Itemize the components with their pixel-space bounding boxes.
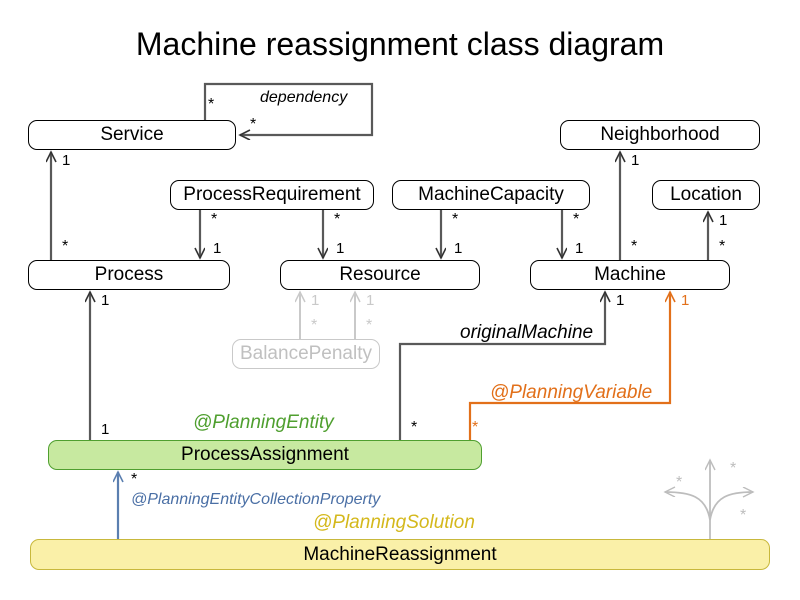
multiplicity-service-dep-target: * — [250, 116, 257, 133]
multiplicity-pa-process-one-top: 1 — [101, 292, 110, 309]
multiplicity-mcap-machine-many: * — [573, 211, 580, 228]
multiplicity-preq-resource-many: * — [334, 211, 341, 228]
multiplicity-process-service-many: * — [62, 238, 69, 255]
multiplicity-mcap-resource-many: * — [452, 211, 459, 228]
edge-fan-left — [665, 492, 711, 521]
multiplicity-process-service-one: 1 — [62, 152, 71, 169]
class-box-processAssignment[interactable]: ProcessAssignment — [48, 440, 482, 470]
class-box-machine[interactable]: Machine — [530, 260, 730, 290]
multiplicity-preq-process-many: * — [211, 211, 218, 228]
multiplicity-machine-neigh-one: 1 — [631, 152, 640, 169]
multiplicity-machine-loc-one: 1 — [719, 212, 728, 229]
annotation-planningVariable: @PlanningVariable — [490, 382, 653, 403]
multiplicity-balance-resource-one-b: 1 — [366, 292, 375, 309]
edge-fan-right — [709, 492, 753, 521]
multiplicity-machine-neigh-many: * — [631, 238, 638, 255]
multiplicity-pa-orig-machine-one: 1 — [616, 292, 625, 309]
multiplicity-mr-fan-right: * — [740, 507, 747, 524]
page-title: Machine reassignment class diagram — [135, 26, 665, 62]
multiplicity-mcap-machine-one: 1 — [575, 240, 584, 257]
annotation-originalMachine: originalMachine — [460, 322, 594, 343]
edge-service-dependency — [203, 82, 374, 135]
multiplicity-machine-loc-many: * — [719, 238, 726, 255]
class-box-location[interactable]: Location — [652, 180, 760, 210]
multiplicity-pa-orig-machine-many: * — [411, 419, 418, 436]
class-box-machineReassignment[interactable]: MachineReassignment — [30, 539, 770, 570]
multiplicity-preq-resource-one: 1 — [336, 240, 345, 257]
edge-processassignment-machine-planningvariable — [468, 292, 670, 440]
multiplicity-pa-machine-many: * — [472, 419, 479, 436]
class-box-service[interactable]: Service — [28, 120, 236, 150]
edge-processassignment-originalmachine — [398, 292, 605, 440]
multiplicity-pa-process-one-bottom: 1 — [101, 421, 110, 438]
multiplicity-preq-process-one: 1 — [213, 240, 222, 257]
multiplicity-service-dep-source: * — [208, 96, 215, 113]
class-box-process[interactable]: Process — [28, 260, 230, 290]
annotation-dependency: dependency — [260, 89, 348, 106]
class-box-processRequirement[interactable]: ProcessRequirement — [170, 180, 374, 210]
multiplicity-balance-resource-one-a: 1 — [311, 292, 320, 309]
class-box-resource[interactable]: Resource — [280, 260, 480, 290]
multiplicity-mr-fan-top: * — [730, 460, 737, 477]
annotation-planningEntityCollectionProperty: @PlanningEntityCollectionProperty — [131, 491, 381, 508]
class-box-machineCapacity[interactable]: MachineCapacity — [392, 180, 590, 210]
annotation-planningEntity: @PlanningEntity — [193, 412, 334, 433]
class-box-neighborhood[interactable]: Neighborhood — [560, 120, 760, 150]
multiplicity-mr-fan-left: * — [676, 474, 683, 491]
multiplicity-mr-pa-many: * — [131, 471, 138, 488]
multiplicity-pa-machine-one: 1 — [681, 292, 690, 309]
annotation-planningSolution: @PlanningSolution — [313, 512, 475, 533]
multiplicity-mcap-resource-one: 1 — [454, 240, 463, 257]
multiplicity-balance-resource-many-a: * — [311, 317, 318, 334]
multiplicity-balance-resource-many-b: * — [366, 317, 373, 334]
class-box-balancePenalty[interactable]: BalancePenalty — [232, 339, 380, 369]
